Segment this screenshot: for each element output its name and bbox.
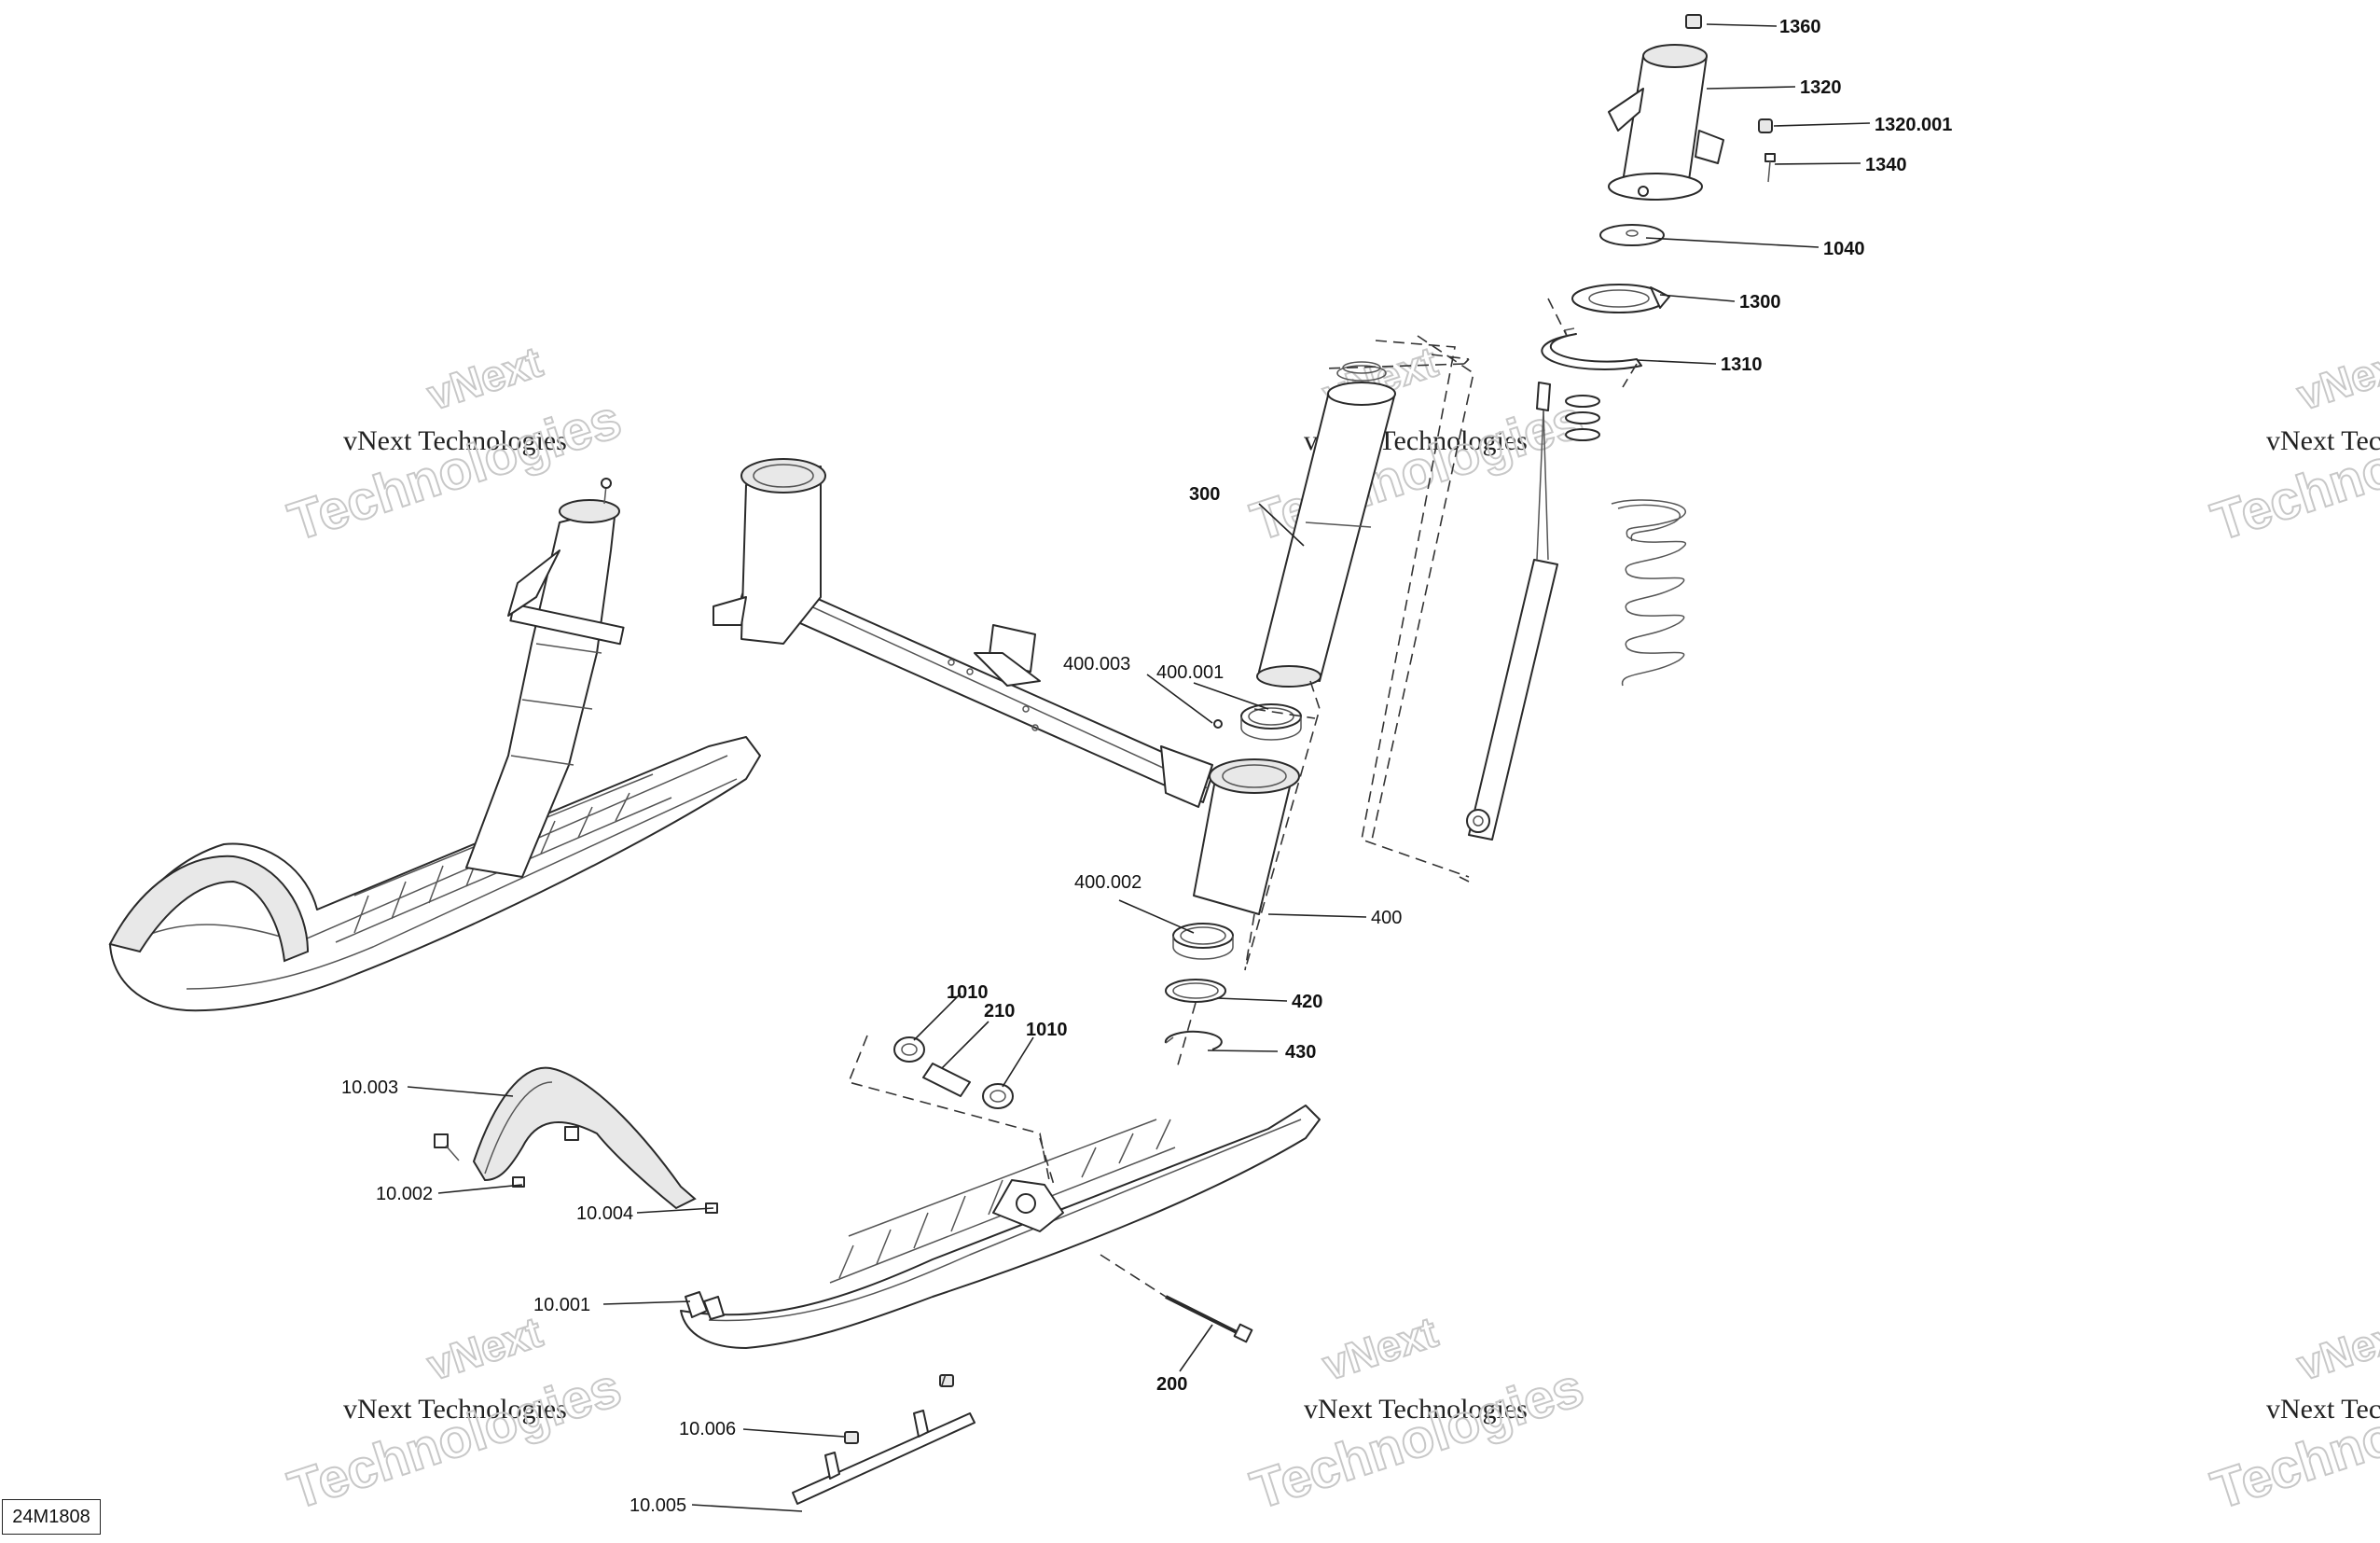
upper-housing-1320 [1608, 44, 1724, 201]
bushing-1010-b [982, 1083, 1014, 1109]
watermark-line3: Technologies [2205, 388, 2380, 552]
plate-1300 [1571, 284, 1670, 313]
shock-absorber [1466, 382, 1600, 841]
spindle-axle-assembly [713, 458, 1300, 915]
callout-300: 300 [1189, 484, 1220, 505]
assembly-dashed-lines [847, 298, 1638, 1386]
watermark-line3: Technologies [2205, 1356, 2380, 1521]
callout-labels: 1360 1320 1320.001 1340 1040 1300 1310 3… [341, 17, 1952, 1516]
watermark-bottom-right: vNext vNext Technologies Technologies [2204, 1306, 2380, 1522]
watermark-line1: vNext [422, 337, 547, 419]
callout-200: 200 [1156, 1374, 1187, 1395]
screw-10-002 [434, 1133, 525, 1188]
sleeve-210 [922, 1063, 971, 1097]
coil-spring [1611, 499, 1687, 687]
clamp-1310 [1541, 327, 1642, 370]
assembled-ski-left [108, 478, 761, 1012]
callout-10-003: 10.003 [341, 1077, 398, 1098]
callout-1310: 1310 [1721, 354, 1763, 375]
washer-420 [1165, 979, 1226, 1003]
callout-1300: 1300 [1739, 292, 1781, 313]
callout-1360: 1360 [1779, 17, 1821, 37]
callout-10-004: 10.004 [576, 1203, 633, 1224]
handle-10-003 [472, 1066, 697, 1210]
plug-400-003 [1213, 719, 1223, 729]
callout-10-006: 10.006 [679, 1419, 736, 1439]
diagram-id-label: 24M1808 [2, 1499, 101, 1535]
callout-210: 210 [984, 1001, 1015, 1022]
callout-1040: 1040 [1823, 239, 1865, 259]
callout-1320: 1320 [1800, 77, 1842, 98]
callout-400: 400 [1371, 908, 1402, 928]
pin-200 [1165, 1295, 1253, 1343]
watermark-top-right: vNext vNext Technologies Technologies [2204, 336, 2380, 553]
watermark-line1: vNext [2291, 1307, 2380, 1389]
callout-1010-a: 1010 [947, 982, 989, 1003]
watermark-line2: vNext Technologies [1304, 1394, 1528, 1425]
watermark-line1: vNext [2291, 337, 2380, 419]
watermark-line2: vNext Technologies [2266, 425, 2380, 456]
bushing-1010-a [893, 1036, 925, 1063]
callout-400-003: 400.003 [1063, 654, 1130, 674]
callout-1340: 1340 [1865, 155, 1907, 175]
nut-1360 [1685, 14, 1702, 29]
callout-420: 420 [1292, 992, 1322, 1012]
callout-400-002: 400.002 [1074, 872, 1142, 893]
watermark-line1: vNext [422, 1307, 547, 1389]
runner-10-005 [792, 1410, 976, 1505]
callout-1010-b: 1010 [1026, 1020, 1068, 1040]
plate-1040 [1599, 224, 1665, 246]
bushing-400-001 [1240, 703, 1302, 741]
retaining-ring-430 [1164, 1030, 1223, 1050]
bushing-400-002 [1172, 923, 1234, 960]
callout-10-005: 10.005 [630, 1495, 686, 1516]
watermark-line2: vNext Technologies [343, 1394, 567, 1425]
watermark-line3: Technologies [1244, 1356, 1591, 1521]
watermark-bottom-center: vNext vNext Technologies Technologies [1243, 1306, 1592, 1522]
spindle-tube-300 [1256, 361, 1396, 688]
watermark-line2: vNext Technologies [343, 425, 567, 456]
leader-lines [407, 23, 1871, 1512]
callout-1320-001: 1320.001 [1875, 115, 1952, 135]
screw-1340 [1764, 153, 1776, 183]
callout-400-001: 400.001 [1156, 662, 1224, 683]
callout-10-001: 10.001 [533, 1295, 590, 1315]
ski-10-001 [680, 1105, 1321, 1349]
callout-430: 430 [1285, 1042, 1316, 1063]
nut-10-006 [844, 1374, 954, 1444]
watermark-line1: vNext [1317, 1307, 1443, 1389]
watermark-bottom-left: vNext vNext Technologies Technologies [281, 1306, 630, 1522]
bushing-1320-001 [1758, 118, 1773, 133]
callout-10-002: 10.002 [376, 1184, 433, 1204]
watermark-line2: vNext Technologies [2266, 1394, 2380, 1425]
